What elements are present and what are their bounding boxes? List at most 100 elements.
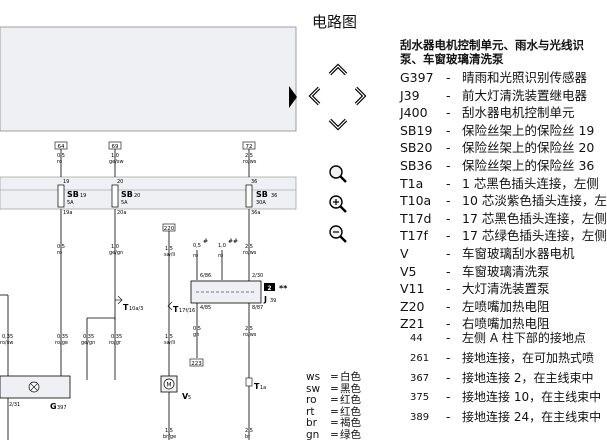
- legend-item: V11-大灯清洗装置泵: [400, 280, 603, 298]
- pan-up-icon[interactable]: [330, 66, 346, 74]
- svg-text:1,0: 1,0: [218, 243, 226, 249]
- diagram-nav-controls: [280, 50, 380, 250]
- wire-color-key: ws=白色 sw=黑色 ro=红色 rt=红色 br=褐色 gn=绿色: [306, 372, 396, 441]
- legend-item: J400-刮水器电机控制单元: [400, 104, 603, 122]
- svg-text:ro/ws: ro/ws: [243, 250, 257, 256]
- legend-item: T17f-17 芯绿色插头连接，左侧: [400, 227, 603, 245]
- svg-text:5A: 5A: [67, 200, 74, 206]
- svg-text:2/30: 2/30: [252, 273, 263, 279]
- svg-text:ge/gn: ge/gn: [81, 340, 95, 346]
- svg-text:5: 5: [188, 395, 191, 401]
- svg-text:397: 397: [57, 405, 67, 411]
- pump-v5[interactable]: M V 5: [161, 376, 191, 401]
- color-key-row: ro=红色: [306, 395, 396, 407]
- svg-text:36a: 36a: [251, 210, 260, 216]
- top-ref-64: 64: [55, 142, 67, 150]
- color-key-row: gn=绿色: [306, 430, 396, 441]
- legend-item: Z20-左喷嘴加热电阻: [400, 298, 603, 316]
- legend-item: SB19-保险丝架上的保险丝 19: [400, 122, 603, 140]
- svg-text:sw/li: sw/li: [164, 340, 175, 346]
- legend-item: 44-左侧 A 柱下部的接地点: [400, 329, 603, 349]
- legend-item: T1a-1 芯黑色插头连接，左侧: [400, 175, 603, 193]
- svg-text:ro/sw: ro/sw: [0, 340, 13, 346]
- svg-text:19a: 19a: [63, 210, 72, 216]
- legend-item: V-车窗玻璃刮水器电机: [400, 245, 603, 263]
- svg-text:4/85: 4/85: [200, 305, 211, 311]
- ref-223: 223: [190, 359, 203, 367]
- top-wire-color-3: ro/ws: [243, 159, 257, 165]
- svg-text:1a: 1a: [260, 385, 266, 391]
- legend-item: T17d-17 芯黑色插头连接，左侧: [400, 210, 603, 228]
- svg-text:0,5: 0,5: [193, 243, 201, 249]
- legend-item: SB36-保险丝架上的保险丝 36: [400, 157, 603, 175]
- color-key-row: ws=白色: [306, 372, 396, 384]
- connector-t17f[interactable]: T 17f/16: [168, 302, 195, 314]
- svg-text:#: #: [203, 238, 208, 245]
- svg-text:10a/3: 10a/3: [129, 306, 143, 312]
- top-ref-69: 69: [109, 142, 121, 150]
- zoom-fit-icon[interactable]: [330, 166, 346, 182]
- svg-text:36: 36: [251, 179, 257, 185]
- pan-left-icon[interactable]: [311, 88, 319, 104]
- svg-text:SB: SB: [256, 190, 268, 199]
- legend-item: 375-接地连接 10，在主线束中: [400, 388, 603, 408]
- top-wire-color-1: ro: [57, 159, 62, 165]
- legend-item: T10a-10 芯淡紫色插头连接，左: [400, 192, 603, 210]
- svg-text:223: 223: [191, 361, 202, 367]
- svg-text:ro: ro: [193, 253, 198, 259]
- component-legend: G397-晴雨和光照识别传感器 J39-前大灯清洗装置继电器 J400-刮水器电…: [400, 69, 603, 333]
- svg-text:ro: ro: [57, 250, 62, 256]
- legend-item: 367-接地连接 2，在主线束中: [400, 369, 603, 389]
- sensor-g397[interactable]: G 397 2/31: [0, 376, 70, 411]
- legend-item: J39-前大灯清洗装置继电器: [400, 87, 603, 105]
- relay-j39[interactable]: 2 ** J 39 6/86 2/30 4/85 8/87: [191, 273, 288, 311]
- svg-text:6/86: 6/86: [200, 273, 211, 279]
- svg-text:20a: 20a: [117, 210, 126, 216]
- svg-text:20: 20: [117, 179, 123, 185]
- svg-text:SB: SB: [67, 190, 79, 199]
- legend-item: SB20-保险丝架上的保险丝 20: [400, 139, 603, 157]
- svg-text:ro/ws: ro/ws: [243, 332, 257, 338]
- svg-text:**: **: [279, 284, 288, 293]
- svg-text:ro/ge: ro/ge: [55, 340, 68, 346]
- svg-text:36: 36: [271, 193, 277, 199]
- svg-text:2/31: 2/31: [9, 402, 20, 408]
- svg-text:19: 19: [80, 193, 86, 199]
- legend-item: 261-接地连接，在可加热式喷: [400, 349, 603, 369]
- legend-item: G397-晴雨和光照识别传感器: [400, 69, 603, 87]
- legend-item: 389-接地连接 24，在主线束中: [400, 408, 603, 428]
- svg-text:2: 2: [267, 285, 271, 292]
- ground-point-legend: 44-左侧 A 柱下部的接地点 261-接地连接，在可加热式喷 367-接地连接…: [400, 329, 603, 428]
- svg-text:G: G: [50, 402, 57, 411]
- svg-text:M: M: [166, 382, 171, 389]
- wiring-diagram[interactable]: 64 69 72 0,5 ro 1,0 ge/sw 2,5 ro/ws 19 2…: [0, 0, 300, 440]
- svg-text:##: ##: [228, 238, 238, 245]
- connector-t10a[interactable]: T 10a/3: [115, 296, 143, 312]
- svg-text:19: 19: [63, 179, 69, 185]
- svg-text:gn: gn: [193, 332, 199, 338]
- legend-heading: 刮水器电机控制单元、雨水与光线识 泵、车窗玻璃清洗泵: [400, 38, 603, 66]
- diagram-top-panel: [0, 27, 296, 131]
- top-wire-color-2: ge/sw: [109, 159, 124, 165]
- legend-item: V5-车窗玻璃清洗泵: [400, 263, 603, 281]
- pan-down-icon[interactable]: [330, 120, 346, 128]
- svg-text:br/ge: br/ge: [163, 434, 176, 440]
- pan-right-icon[interactable]: [356, 88, 364, 104]
- svg-text:5A: 5A: [121, 200, 128, 206]
- svg-text:17f/16: 17f/16: [179, 308, 195, 314]
- play-marker-icon: [289, 86, 297, 108]
- svg-text:sw/li: sw/li: [164, 252, 175, 258]
- svg-text:SB: SB: [121, 190, 133, 199]
- top-ref-72: 72: [243, 142, 255, 150]
- svg-text:8/87: 8/87: [252, 305, 263, 311]
- page-title: 电路图: [312, 11, 357, 32]
- zoom-out-icon[interactable]: [330, 226, 346, 242]
- zoom-in-icon[interactable]: [330, 196, 346, 212]
- svg-text:br: br: [245, 434, 251, 440]
- ref-220: 220: [163, 224, 175, 232]
- svg-text:20: 20: [134, 193, 140, 199]
- svg-text:30A: 30A: [256, 200, 266, 206]
- color-key-row: br=褐色: [306, 418, 396, 430]
- svg-text:ro: ro: [218, 253, 223, 259]
- svg-text:39: 39: [270, 298, 276, 304]
